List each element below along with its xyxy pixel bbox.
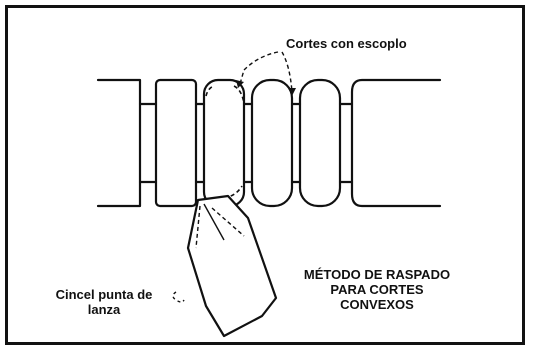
cut-line-right	[233, 85, 245, 105]
chisel-edge	[203, 203, 225, 241]
neck-1	[138, 102, 158, 184]
cuts-label: Cortes con escoplo	[286, 36, 407, 51]
leader-left	[239, 51, 279, 85]
chisel-label-line-2: lanza	[87, 302, 121, 317]
leader-right	[281, 51, 293, 93]
chisel-bevel-right	[211, 207, 245, 237]
left-stock	[96, 78, 142, 208]
bead-4	[298, 78, 342, 208]
method-line-2: PARA CORTES	[330, 282, 424, 297]
chisel-label: Cincel punta de lanza	[24, 287, 184, 317]
bead-3	[250, 78, 294, 208]
method-line-3: CONVEXOS	[340, 297, 414, 312]
right-stock	[350, 78, 442, 208]
chisel-body	[186, 194, 278, 338]
method-line-1: MÉTODO DE RASPADO	[303, 267, 451, 282]
method-title: MÉTODO DE RASPADO PARA CORTES CONVEXOS	[302, 267, 452, 312]
cut-line-left	[205, 85, 215, 97]
bead-1	[154, 78, 198, 208]
bead-2	[202, 78, 246, 208]
chisel-bevel-left	[195, 205, 201, 249]
chisel-label-line-1: Cincel punta de	[55, 287, 153, 302]
